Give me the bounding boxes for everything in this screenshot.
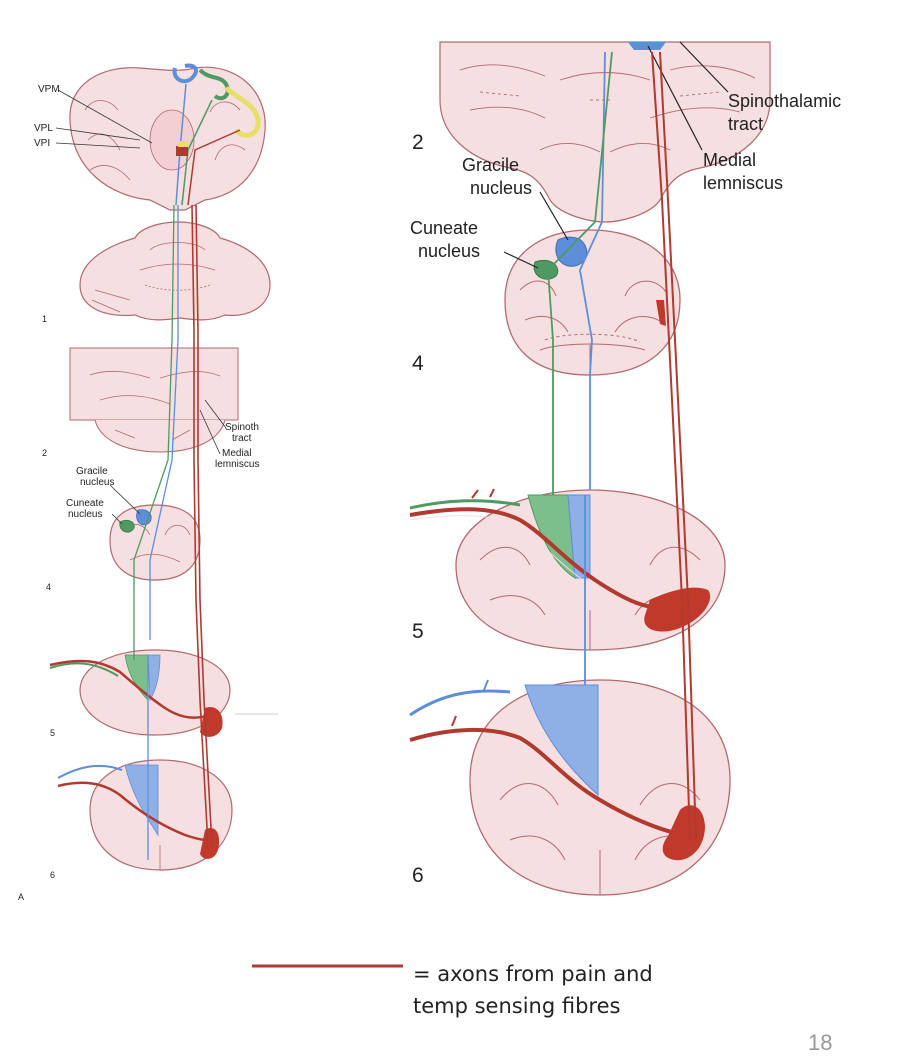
right-section-4-medulla	[504, 229, 681, 376]
left-spinothalamic-label-1: Spinoth	[225, 422, 259, 433]
left-section-2-number: 2	[42, 448, 47, 458]
right-section-5-number: 5	[412, 620, 424, 643]
right-section-6-number: 6	[412, 864, 424, 887]
brain-coronal-section	[69, 63, 266, 211]
panel-letter: A	[18, 892, 24, 902]
left-cuneate-label-1: Cuneate	[66, 498, 104, 509]
left-section-6-number: 6	[50, 870, 55, 880]
right-section-6-lumbar-cord	[409, 679, 731, 896]
section-1-midbrain	[79, 221, 271, 321]
left-medial-lemniscus-label-1: Medial	[222, 448, 251, 459]
left-medial-lemniscus-label-2: lemniscus	[215, 459, 259, 470]
right-section-2-pons	[439, 41, 771, 223]
right-cuneate-label-1: Cuneate	[410, 218, 478, 238]
left-panel: VPM VPL VPI 1 2 Spinoth tract Medial lem…	[18, 63, 278, 902]
section-2-pons	[69, 347, 239, 453]
section-4-medulla	[109, 504, 201, 581]
right-section-2-number: 2	[412, 131, 424, 154]
legend: = axons from pain and temp sensing fibre…	[413, 958, 833, 1022]
legend-text-line-2: temp sensing fibres	[413, 994, 621, 1018]
right-cuneate-label-2: nucleus	[418, 241, 480, 261]
section-6-lumbar-cord	[57, 759, 233, 871]
right-panel: 2 Spinothalamic tract Medial lemniscus 4…	[409, 41, 841, 896]
left-gracile-label-1: Gracile	[76, 466, 108, 477]
left-section-1-number: 1	[42, 314, 47, 324]
vpi-label: VPI	[34, 138, 50, 149]
left-section-5-number: 5	[50, 728, 55, 738]
left-ascending-tracts	[133, 204, 213, 860]
right-ascending-tracts	[547, 51, 697, 841]
right-medial-lemniscus-label-1: Medial	[703, 150, 756, 170]
right-section-4-number: 4	[412, 352, 424, 375]
right-medial-lemniscus-label-2: lemniscus	[703, 173, 783, 193]
legend-text-line-1: = axons from pain and	[413, 962, 653, 986]
page-number: 18	[808, 1030, 833, 1055]
right-spinothalamic-label-2: tract	[728, 114, 763, 134]
left-cuneate-label-2: nucleus	[68, 509, 102, 520]
left-gracile-label-2: nucleus	[80, 477, 114, 488]
right-gracile-label-2: nucleus	[470, 178, 532, 198]
vpl-label: VPL	[34, 123, 53, 134]
right-spinothalamic-label-1: Spinothalamic	[728, 91, 841, 111]
vpm-label: VPM	[38, 84, 60, 95]
left-section-4-number: 4	[46, 582, 51, 592]
left-spinothalamic-label-2: tract	[232, 433, 252, 444]
right-gracile-label-1: Gracile	[462, 155, 519, 175]
section-5-cervical-cord	[49, 649, 278, 737]
